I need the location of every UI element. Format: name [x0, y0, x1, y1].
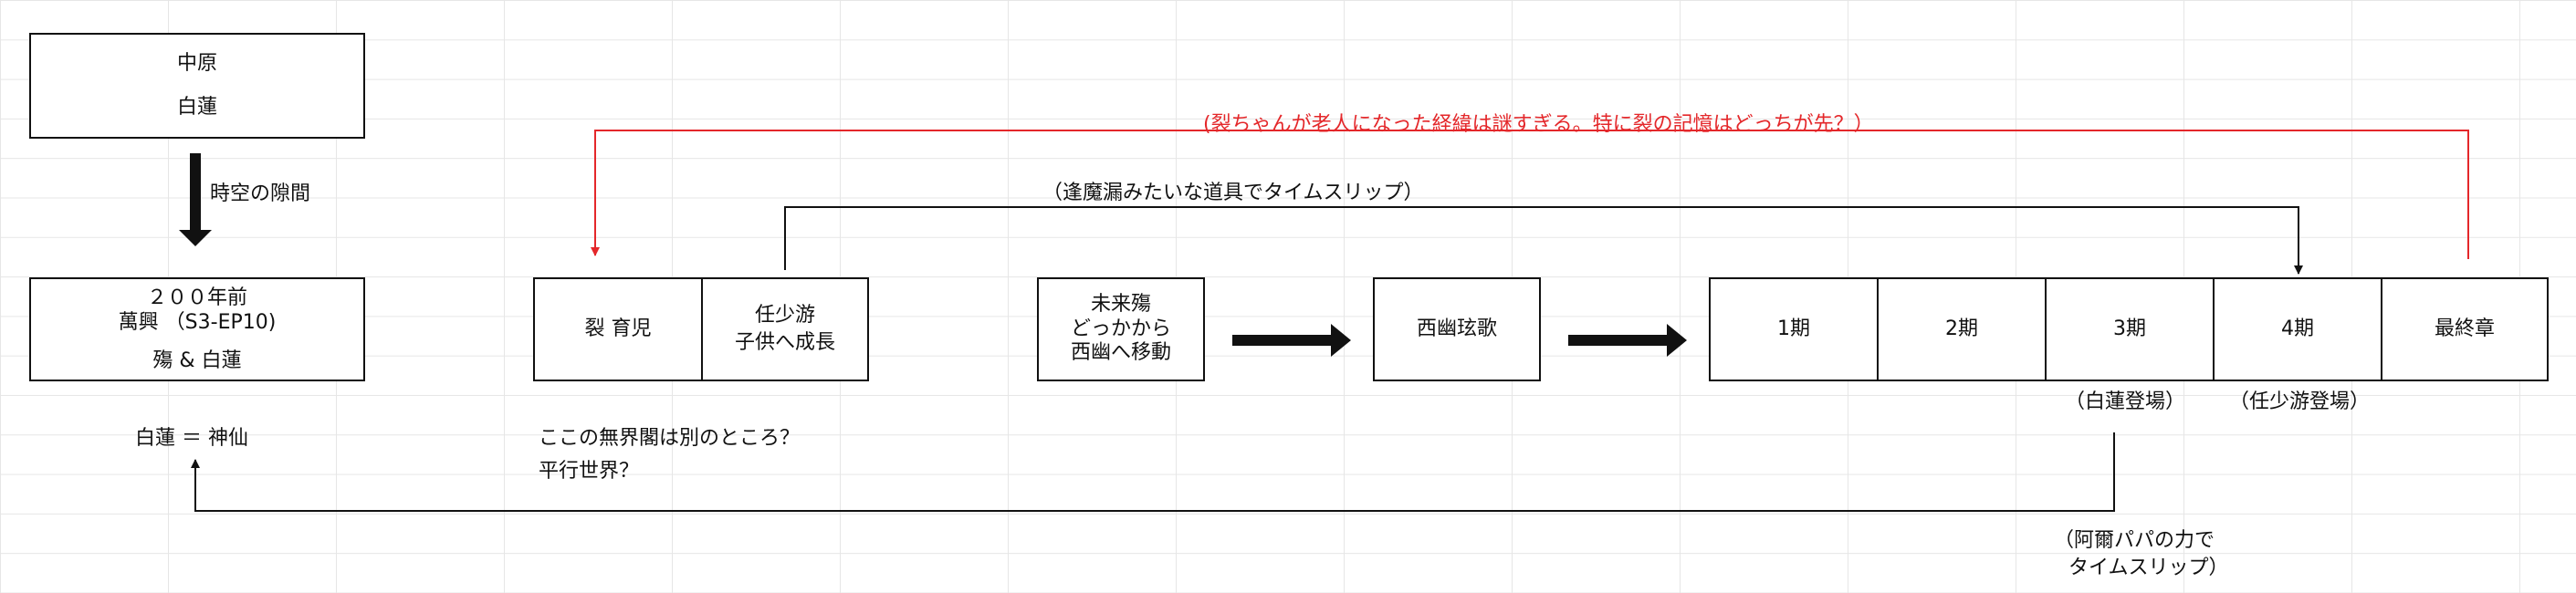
- label-timeslip-tool: （逢魔漏みたいな道具でタイムスリップ）: [1042, 182, 1424, 204]
- box-text: 2期: [1945, 317, 1978, 341]
- box-season-2: 2期: [1877, 277, 2047, 381]
- box-text: 裂 育児: [584, 317, 652, 341]
- label-papa-1: （阿爾パパの力で: [2054, 529, 2215, 552]
- label-question-1: ここの無界閣は別のところ？: [539, 427, 801, 450]
- box-text: 任少游: [754, 304, 815, 328]
- box-text: 1期: [1777, 317, 1810, 341]
- label-hakuren-appear: （白蓮登場）: [2065, 390, 2186, 413]
- box-mirai-shang: 未来殤 どっかから 西幽へ移動: [1037, 277, 1205, 381]
- label-question-2: 平行世界？: [539, 460, 640, 483]
- label-papa-2: タイムスリップ）: [2068, 557, 2229, 579]
- label-jikuu: 時空の隙間: [210, 182, 311, 205]
- box-text: 子供へ成長: [734, 331, 835, 354]
- box-text: どっかから: [1070, 317, 1171, 340]
- box-text: 西幽へ移動: [1070, 341, 1171, 365]
- box-text: 3期: [2113, 317, 2146, 341]
- box-ren-shaoyou: 任少游 子供へ成長: [701, 277, 869, 381]
- box-text: 西幽玹歌: [1416, 317, 1497, 341]
- box-text: 萬興 （S3-EP10): [118, 311, 277, 335]
- timeslip-connector: [784, 206, 2303, 275]
- thick-right-arrow-1: [1232, 324, 1351, 357]
- box-text: 最終章: [2434, 317, 2495, 341]
- box-text: 中原: [176, 52, 217, 76]
- box-text: ２００年前: [146, 286, 247, 309]
- thick-right-arrow-2: [1568, 324, 1687, 357]
- box-text: 殤 & 白蓮: [152, 349, 242, 372]
- box-season-3: 3期: [2045, 277, 2215, 381]
- box-seiyu-genka: 西幽玹歌: [1373, 277, 1541, 381]
- box-season-1: 1期: [1709, 277, 1879, 381]
- box-text: 4期: [2281, 317, 2314, 341]
- label-red-note: (裂ちゃんが老人になった経緯は謎すぎる。特に裂の記憶はどっちが先？）: [1203, 113, 1874, 136]
- box-200-years-ago: ２００年前 萬興 （S3-EP10) 殤 & 白蓮: [29, 277, 365, 381]
- label-hakuren-shinsen: 白蓮 ＝ 神仙: [135, 427, 248, 450]
- papa-connector: [191, 432, 2115, 512]
- box-final-chapter: 最終章: [2381, 277, 2549, 381]
- red-connector: [591, 130, 2469, 259]
- box-text: 未来殤: [1090, 293, 1151, 317]
- box-nakahara-hakuren: 中原 白蓮: [29, 33, 365, 139]
- box-lie-ikuji: 裂 育児: [533, 277, 703, 381]
- box-text: 白蓮: [176, 96, 217, 119]
- label-ren-appear: （任少游登場）: [2229, 390, 2371, 413]
- thick-down-arrow: [179, 153, 212, 246]
